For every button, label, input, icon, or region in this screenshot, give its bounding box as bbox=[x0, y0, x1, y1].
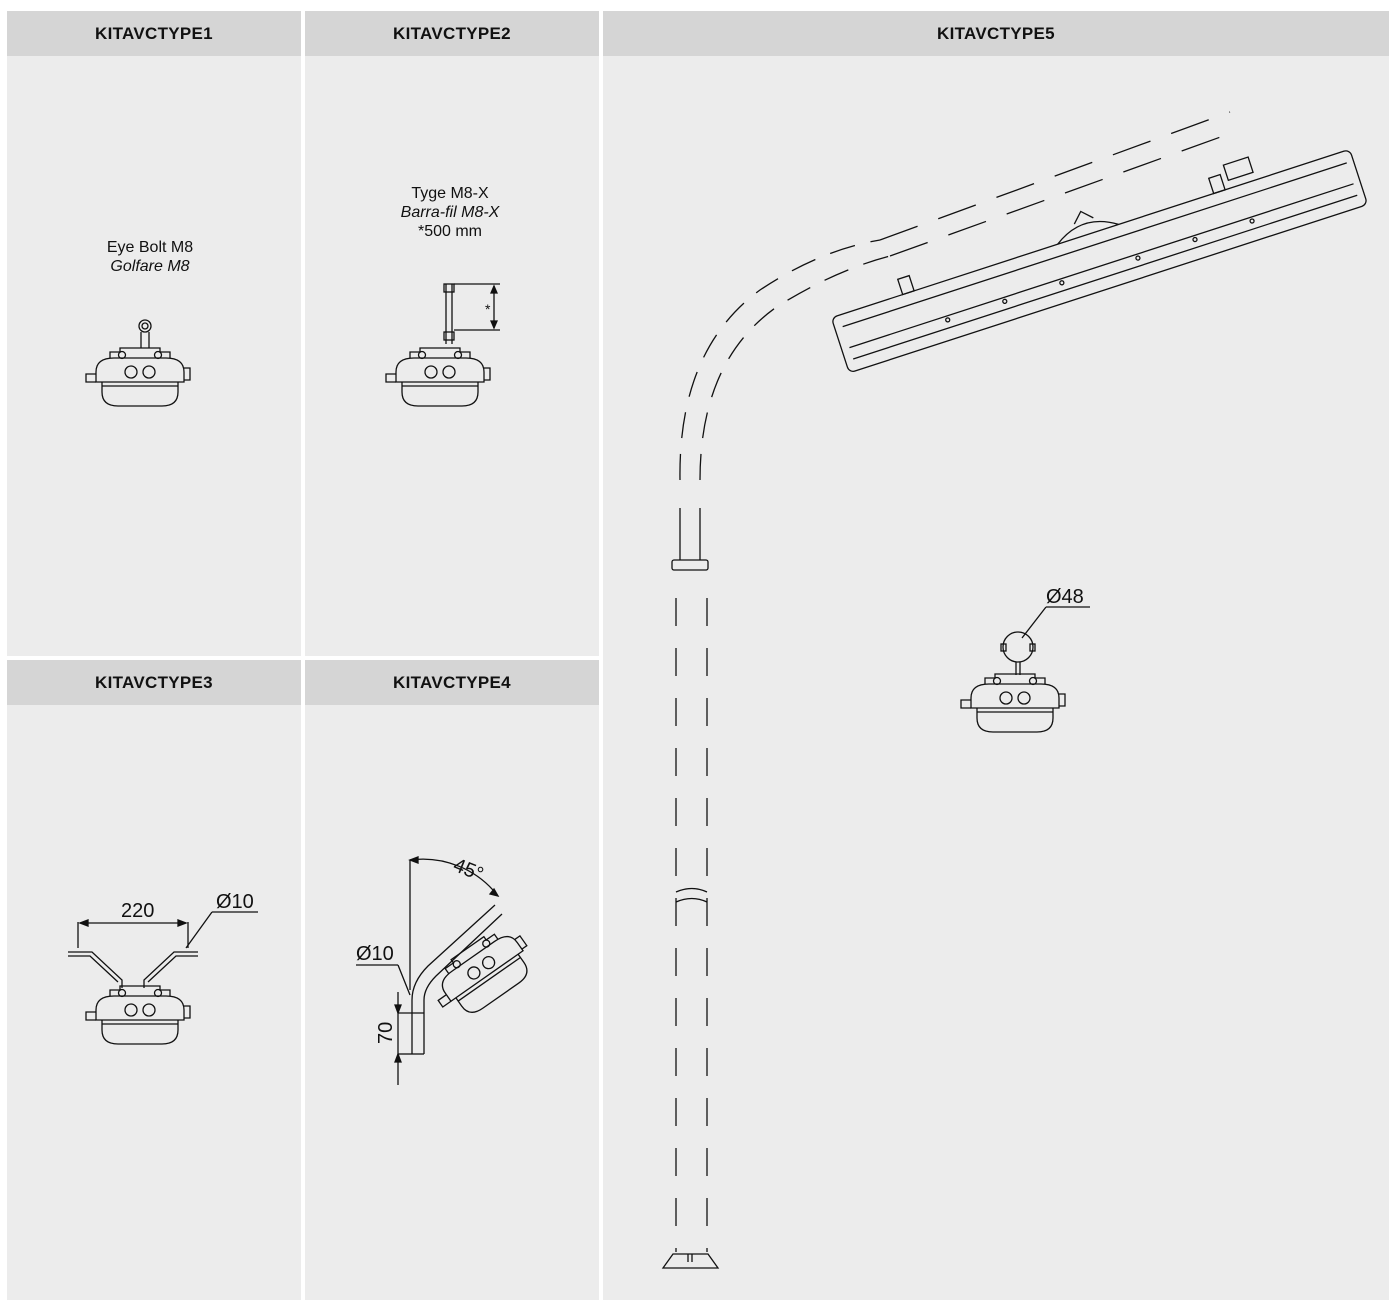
bracket-width-label: 220 bbox=[121, 900, 154, 922]
luminaire-type4-drawing: 45° Ø10 70 bbox=[356, 854, 543, 1085]
bracket-angle-label: 45° bbox=[450, 854, 486, 886]
panel-type5 bbox=[603, 11, 1389, 1300]
luminaire-type2-drawing: * bbox=[385, 283, 500, 407]
caption-type1-line1: Eye Bolt M8 bbox=[106, 239, 194, 256]
caption-type2-line2: Barra-fil M8-X bbox=[400, 204, 500, 221]
caption-type2: Tyge M8-X Barra-fil M8-X *500 mm bbox=[340, 184, 560, 241]
header-type4: KITAVCTYPE4 bbox=[305, 660, 599, 705]
rod-length-mark: * bbox=[485, 301, 491, 317]
header-type3: KITAVCTYPE3 bbox=[7, 660, 301, 705]
luminaire-type5-drawing: Ø48 bbox=[960, 586, 1090, 733]
pipe-diameter-label: Ø48 bbox=[1046, 586, 1084, 608]
header-type1: KITAVCTYPE1 bbox=[7, 11, 301, 56]
caption-type2-line1: Tyge M8-X bbox=[411, 185, 489, 202]
caption-type2-line3: *500 mm bbox=[417, 223, 483, 240]
caption-type1-line2: Golfare M8 bbox=[110, 258, 190, 275]
luminaire-type3-drawing: 220 Ø10 bbox=[68, 891, 258, 1045]
street-luminaire-drawing bbox=[832, 150, 1367, 372]
bracket-diameter-label: Ø10 bbox=[356, 943, 394, 965]
pole-drawing bbox=[661, 111, 1241, 1269]
header-type5: KITAVCTYPE5 bbox=[603, 11, 1389, 56]
luminaire-type1-drawing bbox=[85, 319, 191, 407]
panel-type4 bbox=[305, 660, 599, 1300]
header-type2: KITAVCTYPE2 bbox=[305, 11, 599, 56]
panel-type1 bbox=[7, 11, 301, 656]
panel-type3 bbox=[7, 660, 301, 1300]
bracket-diameter-label: Ø10 bbox=[216, 891, 254, 913]
caption-type1: Eye Bolt M8 Golfare M8 bbox=[40, 238, 260, 276]
bracket-height-label: 70 bbox=[375, 1022, 397, 1044]
